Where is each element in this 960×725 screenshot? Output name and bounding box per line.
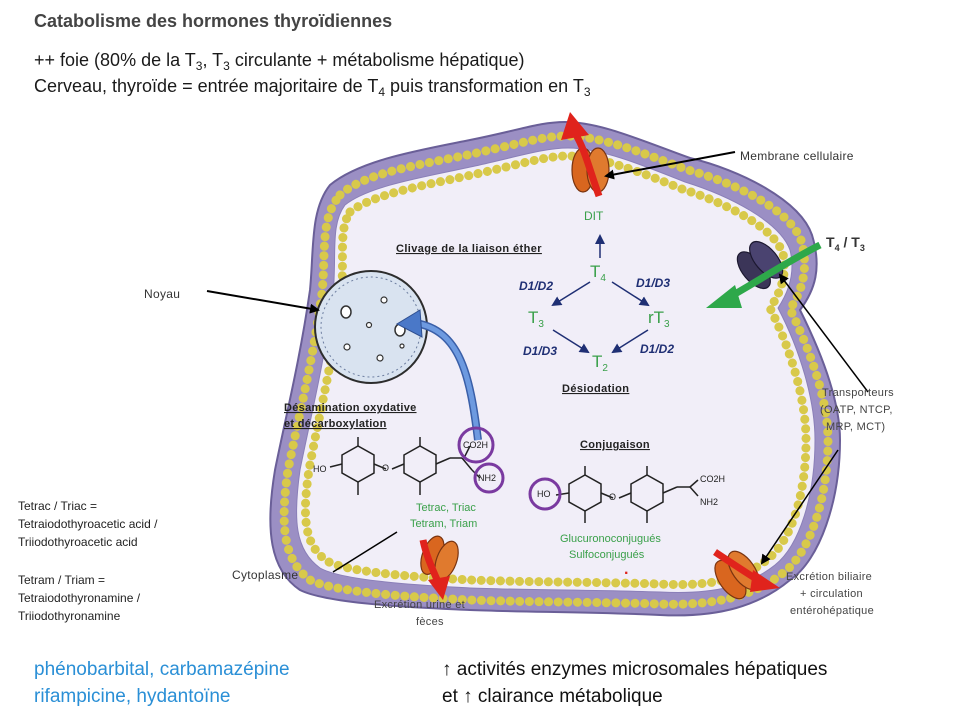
pointer-transporteurs: [778, 273, 869, 393]
arrow-t3-to-t2: [552, 329, 590, 354]
arrow-t4-to-rt3: [611, 281, 650, 307]
label-d1d2-top: D1/D2: [519, 279, 553, 293]
label-excretion-biliaire-3: entérohépatique: [790, 605, 874, 617]
red-arrow-top: [561, 112, 603, 198]
label-transporteurs-3: MRP, MCT): [826, 421, 885, 433]
pointer-cytoplasme: [332, 531, 398, 573]
circle-amine: [473, 462, 505, 494]
label-d1d2-bottom: D1/D2: [640, 342, 674, 356]
footer-drugs-line1: phénobarbital, carbamazépine: [34, 659, 290, 680]
red-arrow-bottom-left: [419, 539, 450, 600]
cytoplasm: [296, 147, 816, 593]
label-glucuro: Glucuronoconjugués: [560, 533, 661, 545]
label-excretion-biliaire-1: Excrétion biliaire: [786, 571, 872, 583]
ho-conjugation: HO: [537, 489, 551, 499]
label-excretion-urine-1: Excrétion urine et: [374, 599, 465, 611]
arrow-t4-to-t3: [551, 281, 591, 307]
label-dit: DIT: [584, 209, 604, 223]
footer-drugs-line2: rifampicine, hydantoïne: [34, 686, 230, 707]
subtitle-line2: Cerveau, thyroïde = entrée majoritaire d…: [34, 76, 591, 99]
side-note-line3: Triiodothyroacetic acid: [18, 535, 138, 549]
label-membrane: Membrane cellulaire: [740, 149, 854, 163]
label-tetram-triam: Tetram, Triam: [410, 518, 477, 530]
label-desamination-2: et décarboxylation: [284, 418, 387, 430]
label-excretion-biliaire-2: + circulation: [800, 588, 863, 600]
label-clivage: Clivage de la liaison éther: [396, 243, 542, 255]
nh2-conjugation: NH2: [700, 497, 718, 507]
side-note-line6: Triiodothyronamine: [18, 609, 121, 623]
ho-deamination: HO: [313, 464, 327, 474]
label-sulfo: Sulfoconjugués: [569, 549, 645, 561]
ether-o-deamination: O: [382, 463, 389, 473]
co2h-conjugation: CO2H: [700, 474, 725, 484]
molecule-conjugation: [555, 466, 699, 523]
footer-effect-line2: et ↑ clairance métabolique: [442, 686, 663, 707]
blue-arrow-to-nucleus: [395, 309, 482, 441]
ether-o-conjugation: O: [609, 492, 616, 502]
label-desamination-1: Désamination oxydative: [284, 402, 417, 414]
side-note-line2: Tetraiodothyroacetic acid /: [18, 517, 158, 531]
label-transporteurs-1: Transporteurs: [822, 387, 894, 399]
subtitle-line1: ++ foie (80% de la T3, T3 circulante + m…: [34, 50, 525, 73]
label-d1d3-top: D1/D3: [636, 276, 670, 290]
side-note-line5: Tetraiodothyronamine /: [18, 591, 141, 605]
co2h-deamination: CO2H: [463, 440, 488, 450]
pointer-membrane: [604, 151, 736, 180]
pointer-noyau: [206, 290, 320, 314]
arrow-rt3-to-t2: [611, 329, 649, 354]
label-t4-t3: T4 / T3: [826, 234, 865, 253]
label-transporteurs-2: (OATP, NTCP,: [820, 404, 893, 416]
lipid-bilayer-outer: [279, 131, 833, 609]
green-arrow-t4-t3: [706, 241, 822, 308]
side-note: Tetrac / Triac = Tetraiodothyroacetic ac…: [18, 499, 158, 623]
nh2-deamination: NH2: [478, 473, 496, 483]
label-excretion-urine-2: fèces: [416, 616, 444, 628]
circle-hydroxyl: [528, 477, 562, 511]
label-noyau: Noyau: [144, 287, 180, 301]
red-arrow-bottom-right: [713, 549, 780, 592]
circle-carboxyl: [457, 426, 495, 464]
label-d1d3-bottom: D1/D3: [523, 344, 557, 358]
side-note-line4: Tetram / Triam =: [18, 573, 105, 587]
pointer-transporteurs-bottom: [760, 449, 839, 565]
nucleus: [314, 270, 428, 384]
page-title: Catabolisme des hormones thyroïdiennes: [34, 11, 392, 31]
label-cytoplasme: Cytoplasme: [232, 568, 298, 582]
footer-effect-line1: ↑ activités enzymes microsomales hépatiq…: [442, 659, 827, 680]
bullet-red: ·: [624, 565, 629, 582]
label-conjugaison: Conjugaison: [580, 439, 650, 451]
label-desiodation: Désiodation: [562, 383, 629, 395]
molecule-deamination: [329, 437, 481, 495]
label-tetrac-triac: Tetrac, Triac: [416, 502, 476, 514]
side-note-line1: Tetrac / Triac =: [18, 499, 97, 513]
